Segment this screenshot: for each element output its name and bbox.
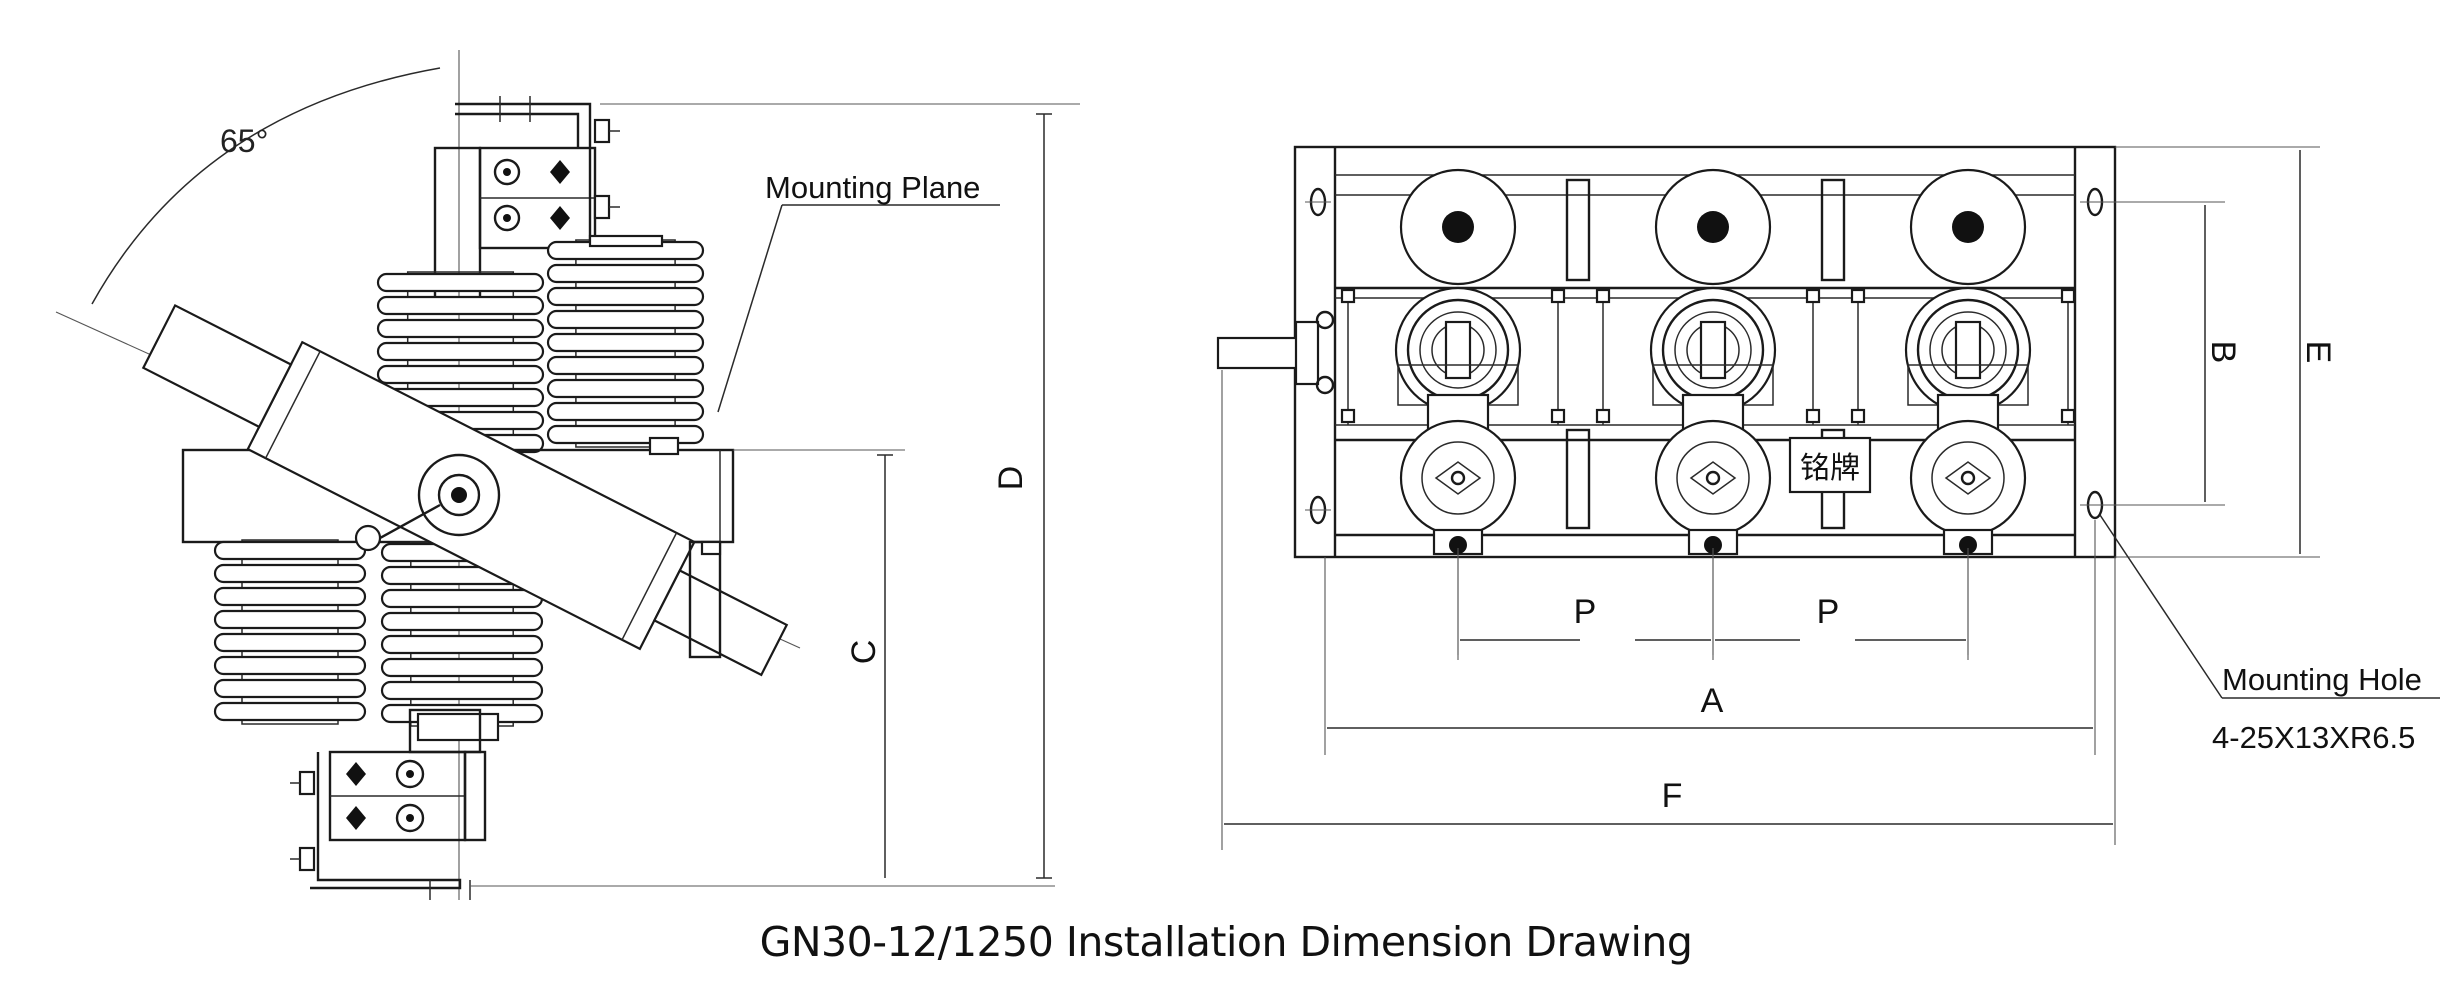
phase-3 xyxy=(1850,168,2076,660)
phase-assemblies xyxy=(1340,168,2076,660)
side-view: 65° xyxy=(55,50,1080,900)
mounting-plane-leader xyxy=(717,204,783,413)
mounting-hole-label: Mounting Hole xyxy=(2222,662,2422,697)
pivot-dot xyxy=(451,487,467,503)
angle-arc xyxy=(91,67,441,305)
dim-c-label: C xyxy=(845,640,883,665)
lower-insulator-left xyxy=(213,539,367,725)
mounting-plane-label: Mounting Plane xyxy=(765,170,980,205)
dim-e-label: E xyxy=(2299,341,2337,364)
dim-p-right-label: P xyxy=(1817,593,1840,631)
phase-2 xyxy=(1595,168,1821,660)
upper-insulator-right xyxy=(546,234,705,448)
dim-f-label: F xyxy=(1662,777,1683,815)
lower-insulator-right xyxy=(380,541,544,742)
top-terminal xyxy=(433,96,620,300)
dim-p-left-label: P xyxy=(1574,593,1597,631)
front-view: 铭牌 B E P P xyxy=(1216,145,2440,850)
nameplate-label: 铭牌 xyxy=(1800,451,1860,486)
mounting-hole-leader xyxy=(2099,514,2223,699)
pivot-hub xyxy=(417,453,501,537)
operating-shaft xyxy=(1216,336,1300,370)
mounting-hole-spec: 4-25X13XR6.5 xyxy=(2212,720,2415,755)
phase-1 xyxy=(1340,168,1566,660)
link-pin xyxy=(354,524,382,552)
bottom-terminal xyxy=(290,708,487,900)
dim-a-label: A xyxy=(1701,682,1724,720)
dim-b-label: B xyxy=(2204,341,2242,364)
angle-label: 65° xyxy=(220,123,268,159)
dim-d-label: D xyxy=(992,466,1030,491)
figure-caption: GN30-12/1250 Installation Dimension Draw… xyxy=(759,918,1693,966)
nameplate xyxy=(1788,436,1872,494)
